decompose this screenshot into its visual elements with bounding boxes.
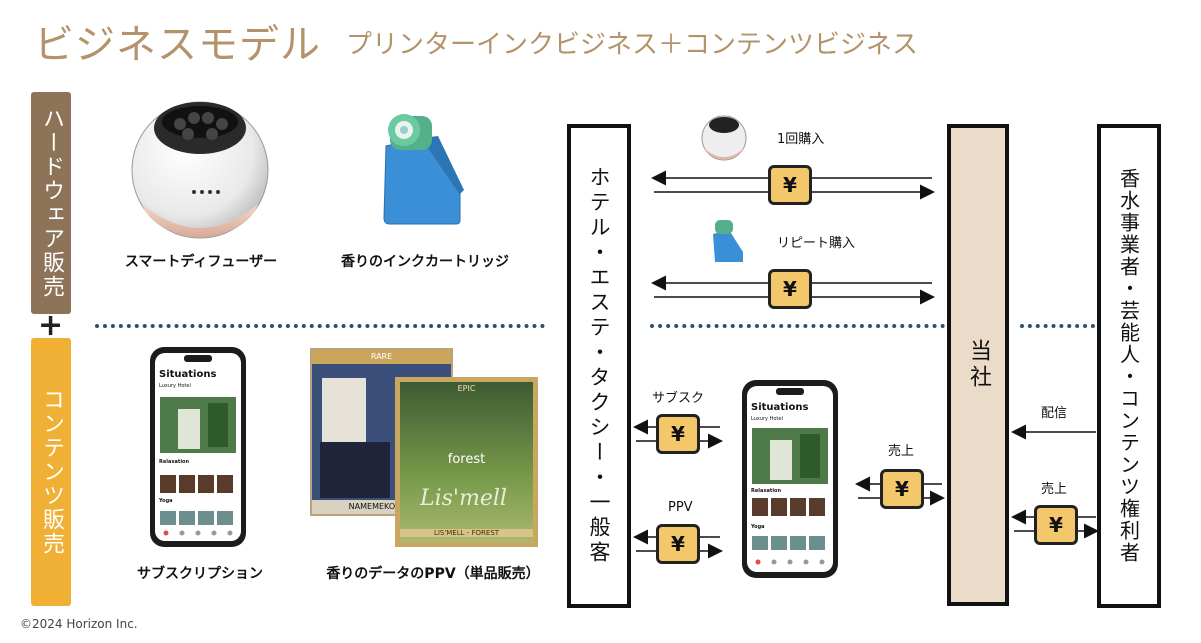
phone-hotel: Luxury Hotel bbox=[159, 383, 191, 389]
company-box: 当社 bbox=[947, 124, 1009, 606]
flow-subscription-label: サブスク bbox=[652, 391, 705, 406]
phone-app-title: Situations bbox=[159, 369, 217, 380]
page-subtitle: プリンターインクビジネス＋コンテンツビジネス bbox=[346, 30, 919, 60]
contents-sales-label: コンテンツ販売 bbox=[31, 338, 71, 606]
plus-sign: + bbox=[38, 308, 64, 343]
card-back-character bbox=[320, 442, 390, 498]
smart-diffuser-image bbox=[128, 92, 272, 248]
yen-box-repeat: ¥ bbox=[768, 269, 812, 309]
phone-section-yoga: Yoga bbox=[159, 498, 173, 504]
phone2-app-title: Situations bbox=[751, 402, 809, 413]
delivery-phone-image: Situations Luxury Hotel Relaxation Yoga bbox=[740, 378, 840, 584]
customers-box: ホテル・エステ・タクシー・一般客 bbox=[567, 124, 631, 608]
rights-holders-box: 香水事業者・芸能人・コンテンツ権利者 bbox=[1097, 124, 1161, 608]
card-front-word: forest bbox=[447, 452, 486, 467]
yen-box-sales-rights: ¥ bbox=[1034, 505, 1078, 545]
subscription-phone-image: Situations Luxury Hotel Relaxation Yoga bbox=[148, 345, 248, 553]
flow-one-time-label: 1回購入 bbox=[777, 132, 825, 147]
phone2-section-relaxation: Relaxation bbox=[751, 488, 782, 494]
ppv-caption: 香りのデータのPPV（単品販売） bbox=[326, 566, 540, 582]
flow-sales-company-label: 売上 bbox=[888, 444, 915, 459]
divider-middle bbox=[650, 324, 945, 328]
phone2-hotel: Luxury Hotel bbox=[751, 416, 783, 422]
yen-box-subscription: ¥ bbox=[656, 414, 700, 454]
diffuser-caption: スマートディフューザー bbox=[124, 254, 278, 270]
card-script-logo: Lis'mell bbox=[420, 486, 507, 511]
cartridge-small-icon bbox=[709, 216, 747, 270]
flow-repeat-label: リピート購入 bbox=[777, 236, 856, 251]
subscription-caption: サブスクリプション bbox=[137, 566, 263, 582]
card-front-caption: LIS'MELL - FOREST bbox=[400, 529, 533, 537]
cartridge-caption: 香りのインクカートリッジ bbox=[341, 254, 509, 270]
ink-cartridge-image bbox=[378, 102, 468, 232]
card-back-tag: RARE bbox=[312, 350, 451, 364]
copyright: ©2024 Horizon Inc. bbox=[20, 617, 138, 631]
diffuser-small-icon bbox=[697, 112, 751, 166]
yen-box-ppv: ¥ bbox=[656, 524, 700, 564]
flow-delivery-label: 配信 bbox=[1041, 406, 1068, 421]
divider-left bbox=[95, 324, 545, 328]
phone-section-relaxation: Relaxation bbox=[159, 459, 190, 465]
phone2-section-yoga: Yoga bbox=[751, 524, 765, 530]
yen-box-sales-company: ¥ bbox=[880, 469, 924, 509]
flow-ppv-label: PPV bbox=[668, 500, 693, 515]
card-front-tag: EPIC bbox=[457, 384, 476, 393]
page-title: ビジネスモデル bbox=[34, 22, 321, 68]
flow-sales-rights-label: 売上 bbox=[1041, 482, 1068, 497]
yen-box-one-time: ¥ bbox=[768, 165, 812, 205]
divider-right bbox=[1020, 324, 1095, 328]
scent-card-front: EPIC forest Lis'mell LIS'MELL - FOREST bbox=[395, 377, 538, 547]
hardware-sales-label: ハードウェア販売 bbox=[31, 92, 71, 314]
